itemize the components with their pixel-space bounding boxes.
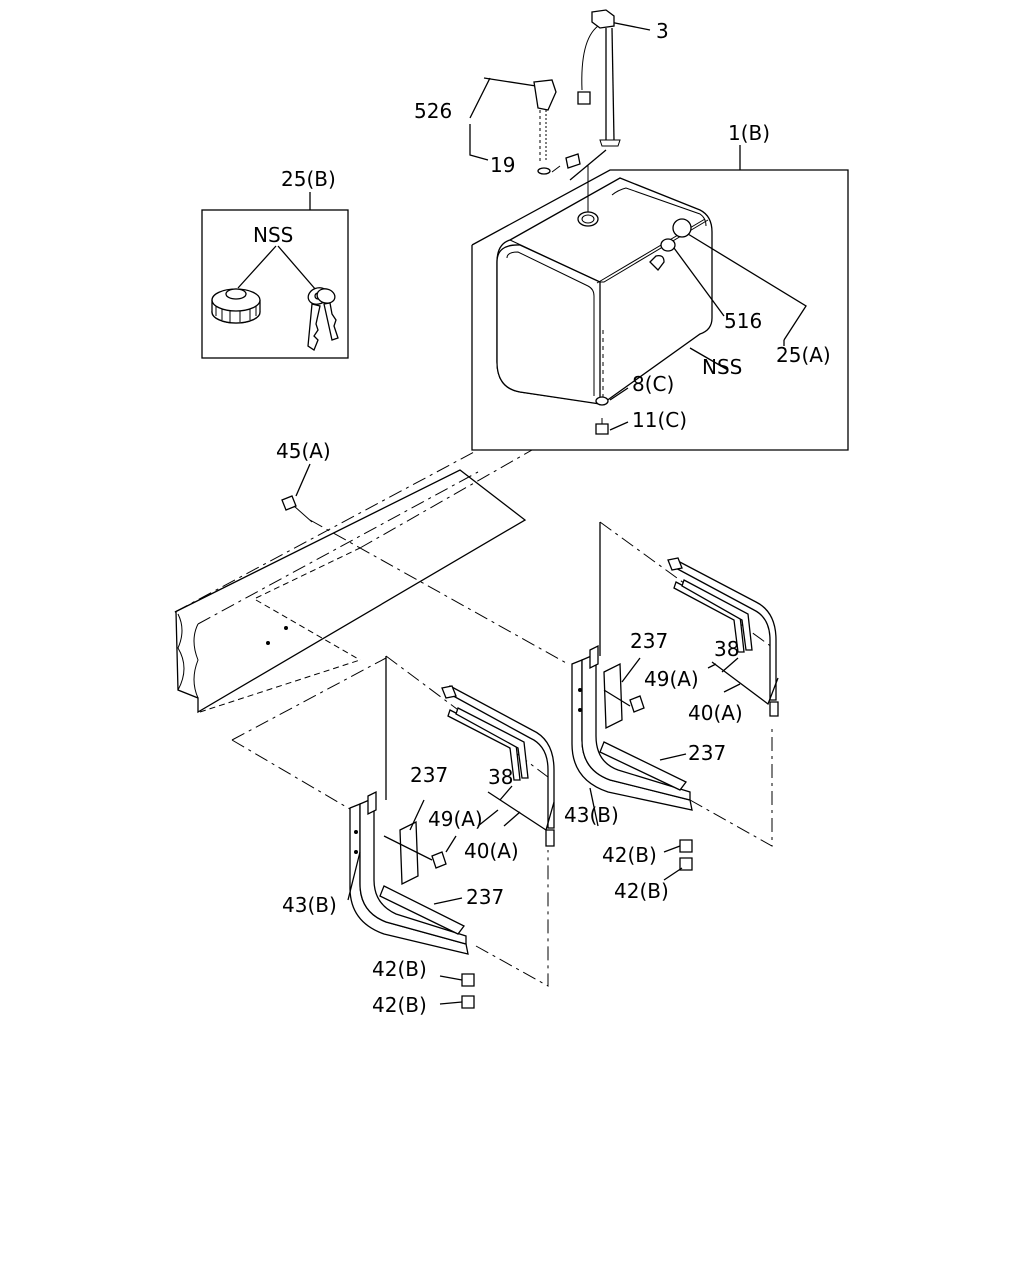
strap-40a	[667, 557, 779, 717]
key-icon	[307, 287, 339, 351]
label-42b-left-1: 42(B)	[372, 957, 427, 981]
label-237-right-bottom: 237	[688, 741, 726, 765]
label-38-right: 38	[714, 637, 739, 661]
label-526: 526	[414, 99, 452, 123]
label-40a-right: 40(A)	[688, 701, 743, 725]
washer-8c	[595, 396, 609, 406]
fuel-tank	[496, 165, 713, 405]
nut-49a-left	[431, 851, 447, 869]
label-11c: 11(C)	[632, 408, 687, 432]
strap-40a-left	[441, 685, 555, 847]
pad-237-horizontal	[599, 741, 687, 791]
label-25b: 25(B)	[281, 167, 336, 191]
bolt-11c	[595, 418, 609, 435]
label-237-left-bottom: 237	[466, 885, 504, 909]
right-bracket-assembly	[571, 521, 779, 881]
label-8c: 8(C)	[632, 372, 674, 396]
label-38-left: 38	[488, 765, 513, 789]
label-nss-tank: NSS	[702, 355, 742, 379]
label-237-right-top: 237	[630, 629, 668, 653]
nut-42b-2	[679, 857, 693, 871]
label-3: 3	[656, 19, 669, 43]
bracket-43b-left	[349, 790, 469, 955]
label-43b-right: 43(B)	[564, 803, 619, 827]
fuel-cap-icon	[211, 288, 261, 324]
label-1b: 1(B)	[728, 121, 770, 145]
bolt-45a	[281, 463, 569, 665]
fuel-gauge-526	[469, 77, 581, 175]
label-42b-left-2: 42(B)	[372, 993, 427, 1017]
nut-42b-left-2	[461, 995, 475, 1009]
label-45a: 45(A)	[276, 439, 331, 463]
label-49a-right: 49(A)	[644, 667, 699, 691]
bracket-43b-right	[571, 644, 693, 811]
left-bracket-assembly	[231, 655, 555, 1009]
fuel-sender-unit	[569, 9, 651, 181]
pad-237-vertical-left	[399, 820, 419, 886]
nut-49a	[629, 695, 645, 713]
frame-rail	[174, 449, 533, 714]
label-42b-right-2: 42(B)	[614, 879, 669, 903]
callout-labels: 3 526 19 1(B) 25(B) NSS 516 NSS 25(A) 8(…	[253, 19, 831, 1017]
label-516: 516	[724, 309, 762, 333]
nut-42b-left-1	[461, 973, 475, 987]
label-49a-left: 49(A)	[428, 807, 483, 831]
label-237-left-top: 237	[410, 763, 448, 787]
label-42b-right-1: 42(B)	[602, 843, 657, 867]
label-25a: 25(A)	[776, 343, 831, 367]
label-43b-left: 43(B)	[282, 893, 337, 917]
inset-cap-keys	[201, 192, 349, 359]
nut-42b-1	[679, 839, 693, 853]
label-40a-left: 40(A)	[464, 839, 519, 863]
washer-19	[537, 167, 551, 175]
label-nss-inset: NSS	[253, 223, 293, 247]
pad-237-horizontal-left	[379, 885, 465, 935]
label-19: 19	[490, 153, 515, 177]
fuel-tank-assembly	[471, 145, 849, 451]
